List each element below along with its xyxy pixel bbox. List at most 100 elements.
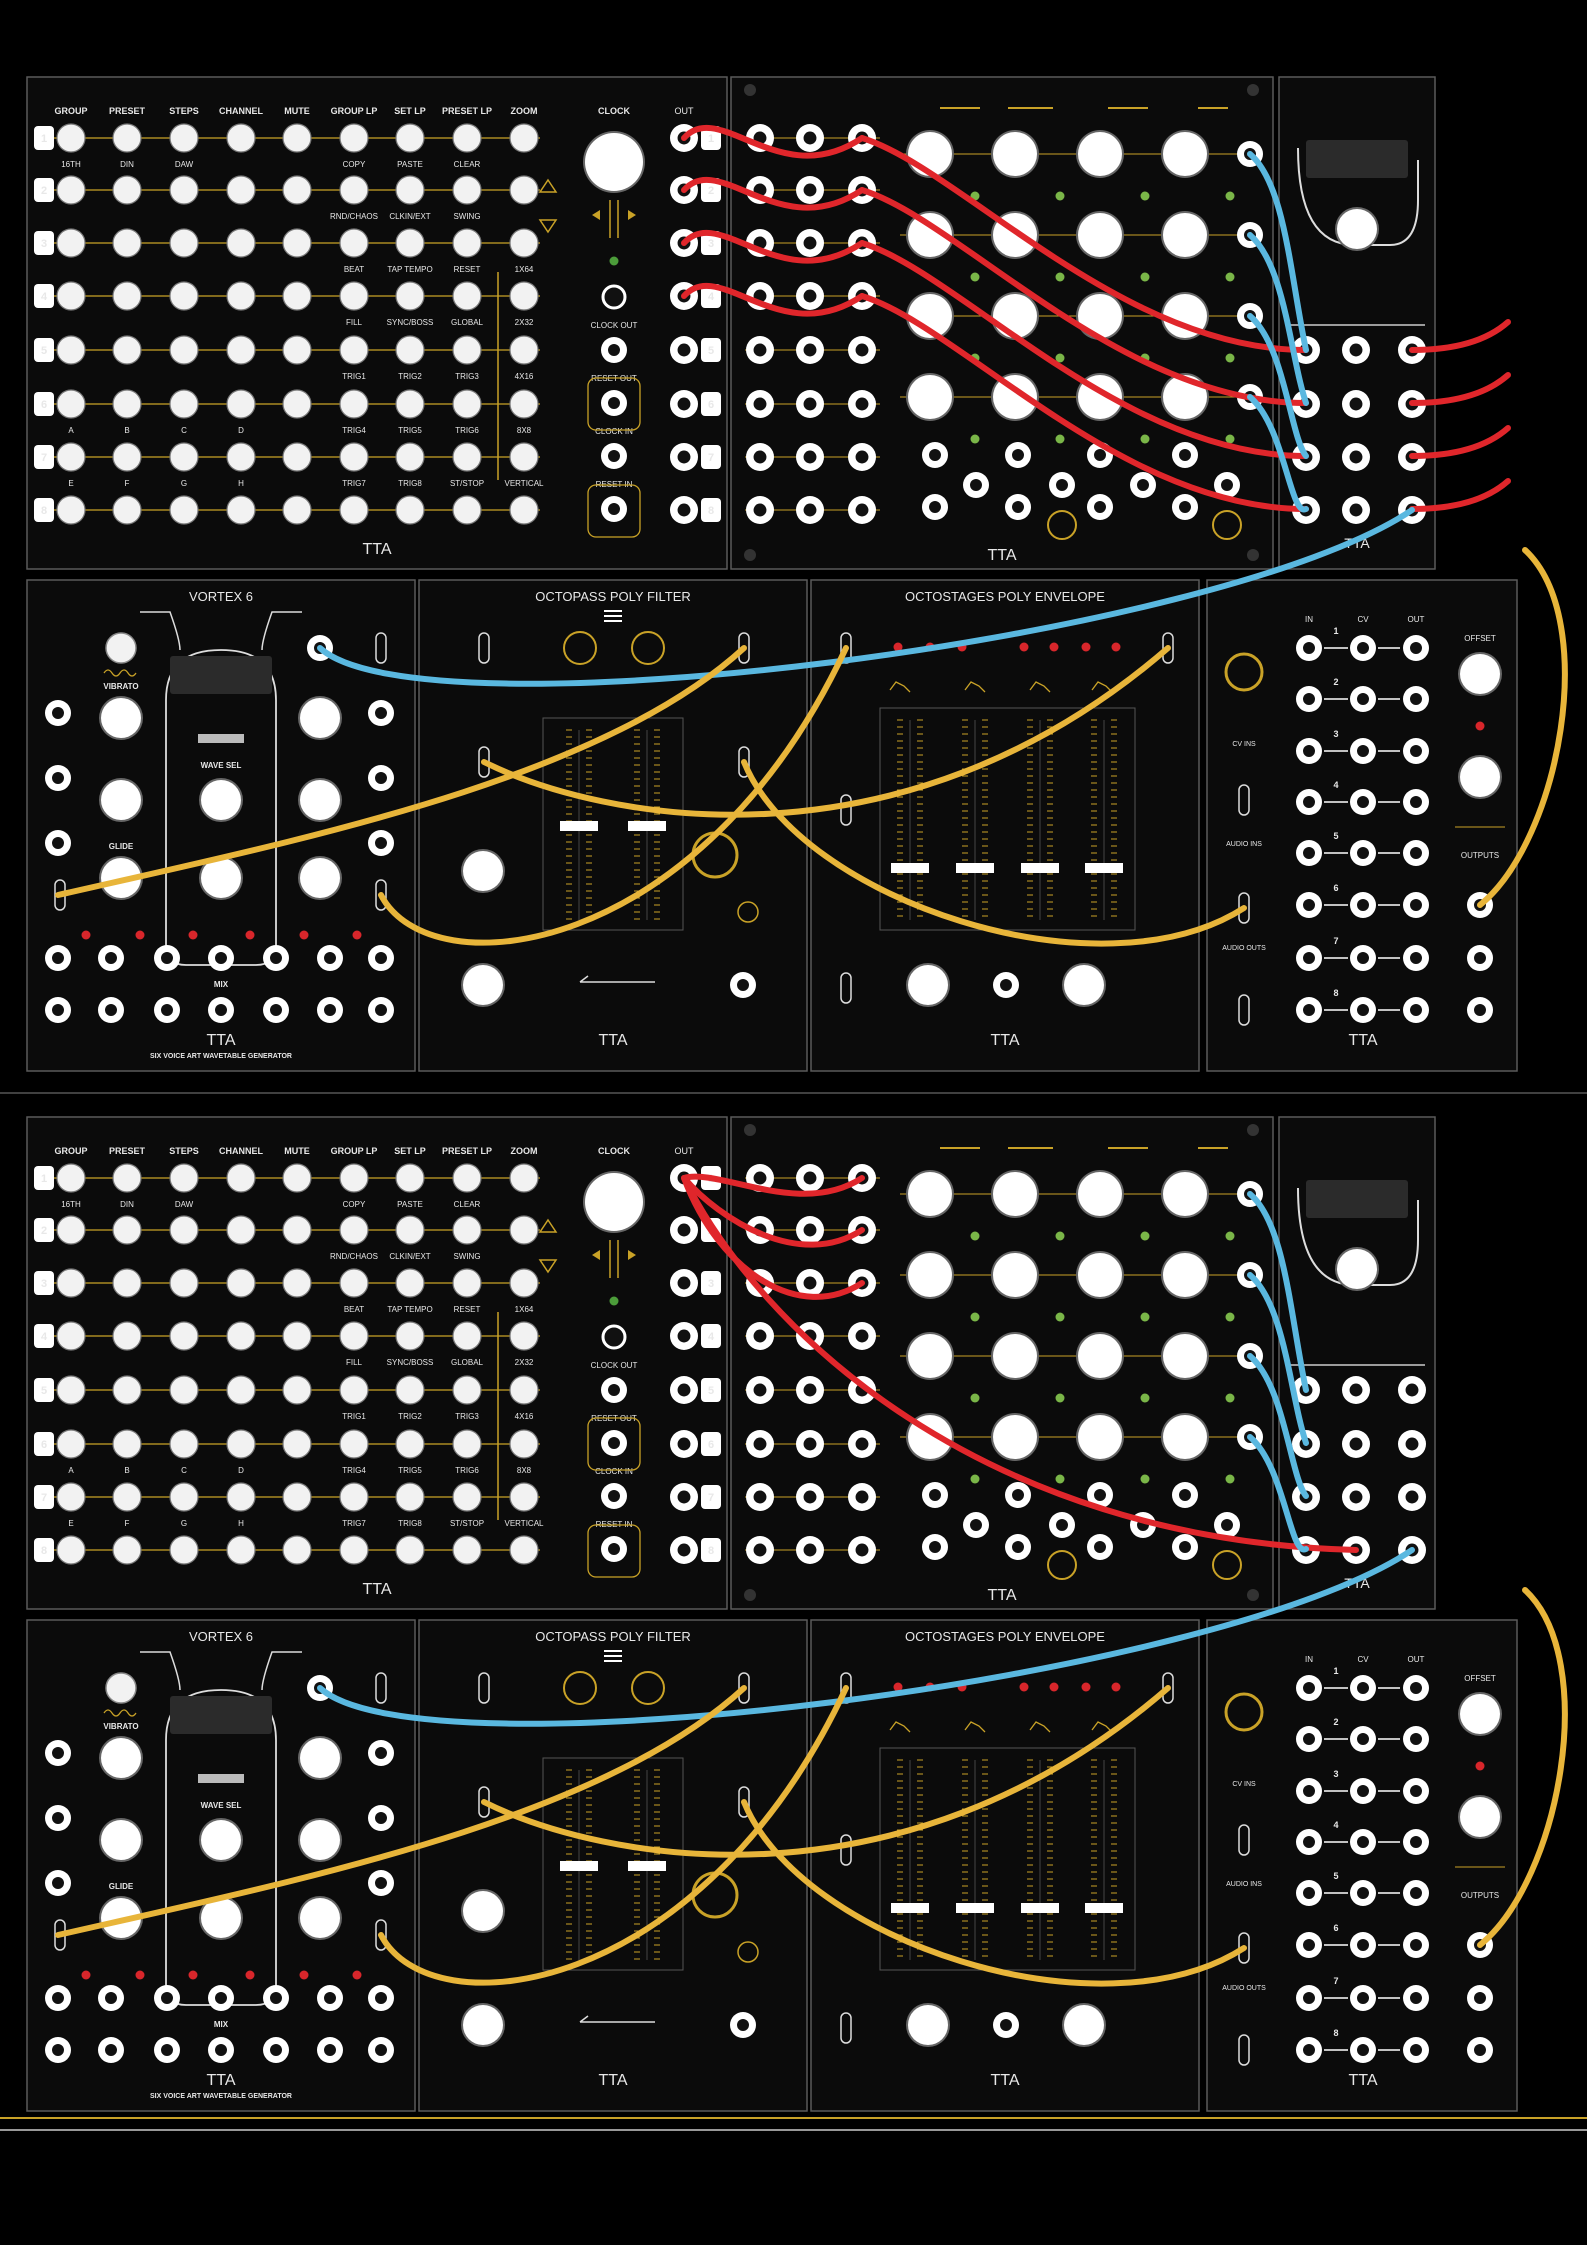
pad-button[interactable] bbox=[282, 1215, 312, 1245]
pad-button[interactable] bbox=[509, 1268, 539, 1298]
pad-button[interactable] bbox=[226, 1268, 256, 1298]
offset-knob[interactable] bbox=[1458, 652, 1502, 696]
cv-jack[interactable] bbox=[848, 1536, 876, 1564]
cv-jack[interactable] bbox=[796, 1269, 824, 1297]
fader-handle[interactable] bbox=[1085, 1903, 1123, 1913]
vortex-switch[interactable] bbox=[375, 1672, 387, 1704]
cv-in-jack[interactable] bbox=[45, 1805, 71, 1831]
vca-jack[interactable] bbox=[1350, 1880, 1376, 1906]
envelope-knob[interactable] bbox=[906, 2003, 950, 2047]
pad-button[interactable] bbox=[282, 1535, 312, 1565]
pad-button[interactable] bbox=[169, 1535, 199, 1565]
mix-jack[interactable] bbox=[208, 997, 234, 1023]
cutoff-fader[interactable] bbox=[560, 729, 598, 920]
cv-in-jack[interactable] bbox=[368, 765, 394, 791]
mix-jack[interactable] bbox=[263, 997, 289, 1023]
pad-button[interactable] bbox=[169, 335, 199, 365]
patch-cable-red[interactable] bbox=[681, 1173, 865, 1197]
pad-button[interactable] bbox=[452, 228, 482, 258]
mixer-jack[interactable] bbox=[1342, 443, 1370, 471]
mod-jack[interactable] bbox=[1049, 1512, 1075, 1538]
vca-jack[interactable] bbox=[1403, 686, 1429, 712]
vca-jack[interactable] bbox=[1403, 997, 1429, 1023]
pad-button[interactable] bbox=[112, 389, 142, 419]
vca-jack[interactable] bbox=[1403, 1675, 1429, 1701]
vca-jack[interactable] bbox=[1403, 738, 1429, 764]
quantize-knob[interactable] bbox=[991, 373, 1039, 421]
pad-button[interactable] bbox=[226, 1429, 256, 1459]
filter-switch[interactable] bbox=[478, 632, 490, 664]
gate-out-jack[interactable] bbox=[670, 1536, 698, 1564]
envelope-switch[interactable] bbox=[1162, 632, 1174, 664]
vca-jack[interactable] bbox=[1296, 738, 1322, 764]
pad-button[interactable] bbox=[339, 1163, 369, 1193]
pad-button[interactable] bbox=[169, 495, 199, 525]
pad-button[interactable] bbox=[339, 1375, 369, 1405]
mod-jack[interactable] bbox=[922, 442, 948, 468]
pad-button[interactable] bbox=[452, 1482, 482, 1512]
quantize-knob[interactable] bbox=[906, 211, 954, 259]
pad-button[interactable] bbox=[282, 389, 312, 419]
clock-knob[interactable] bbox=[583, 1171, 645, 1233]
patch-cable-red[interactable] bbox=[681, 282, 865, 317]
row-number-badge[interactable] bbox=[34, 1432, 54, 1456]
row-number-badge[interactable] bbox=[34, 392, 54, 416]
patch-cable-red[interactable] bbox=[681, 1175, 1359, 1553]
quantize-knob[interactable] bbox=[1161, 130, 1209, 178]
voice-jack[interactable] bbox=[45, 1985, 71, 2011]
quantize-knob[interactable] bbox=[991, 1170, 1039, 1218]
pad-button[interactable] bbox=[226, 123, 256, 153]
patch-cable-red[interactable] bbox=[681, 229, 865, 264]
mix-jack[interactable] bbox=[45, 997, 71, 1023]
pad-button[interactable] bbox=[56, 1429, 86, 1459]
envelope-knob[interactable] bbox=[1062, 2003, 1106, 2047]
mixer-jack[interactable] bbox=[1342, 336, 1370, 364]
pad-button[interactable] bbox=[282, 1429, 312, 1459]
gate-out-jack[interactable] bbox=[670, 390, 698, 418]
mix-jack[interactable] bbox=[317, 2037, 343, 2063]
pad-button[interactable] bbox=[509, 1429, 539, 1459]
voice-jack[interactable] bbox=[154, 945, 180, 971]
cv-jack[interactable] bbox=[746, 1376, 774, 1404]
envelope-switch[interactable] bbox=[840, 972, 852, 1004]
pad-button[interactable] bbox=[56, 1535, 86, 1565]
mix-jack[interactable] bbox=[98, 2037, 124, 2063]
patch-cable-red[interactable] bbox=[681, 176, 865, 211]
pad-button[interactable] bbox=[56, 1215, 86, 1245]
pad-button[interactable] bbox=[112, 281, 142, 311]
fader-handle[interactable] bbox=[1021, 1903, 1059, 1913]
row-number-badge[interactable] bbox=[34, 126, 54, 150]
row-number-badge[interactable] bbox=[34, 498, 54, 522]
pad-button[interactable] bbox=[282, 442, 312, 472]
resonance-fader[interactable] bbox=[628, 1769, 666, 1960]
pad-button[interactable] bbox=[509, 175, 539, 205]
voice-jack[interactable] bbox=[263, 1985, 289, 2011]
cv-jack[interactable] bbox=[746, 1322, 774, 1350]
pad-button[interactable] bbox=[395, 1429, 425, 1459]
vibrato-knob[interactable] bbox=[99, 1736, 143, 1780]
patch-cable-blue[interactable] bbox=[317, 507, 1415, 687]
pad-button[interactable] bbox=[339, 442, 369, 472]
vca-jack[interactable] bbox=[1350, 635, 1376, 661]
patch-cable-blue[interactable] bbox=[1247, 1272, 1309, 1446]
filter-jack[interactable] bbox=[730, 972, 756, 998]
envelope-knob[interactable] bbox=[906, 963, 950, 1007]
pad-button[interactable] bbox=[56, 1163, 86, 1193]
cv-jack[interactable] bbox=[848, 336, 876, 364]
mixer-jack[interactable] bbox=[1398, 1376, 1426, 1404]
pad-button[interactable] bbox=[339, 495, 369, 525]
fader-handle[interactable] bbox=[891, 1903, 929, 1913]
pad-button[interactable] bbox=[169, 1482, 199, 1512]
envelope-switch[interactable] bbox=[840, 794, 852, 826]
vortex-knob[interactable] bbox=[298, 1818, 342, 1862]
row-number-badge[interactable] bbox=[34, 338, 54, 362]
fader-handle[interactable] bbox=[560, 821, 598, 831]
pad-button[interactable] bbox=[452, 1321, 482, 1351]
envelope-switch[interactable] bbox=[840, 1834, 852, 1866]
filter-knob[interactable] bbox=[461, 849, 505, 893]
pad-button[interactable] bbox=[226, 442, 256, 472]
pad-button[interactable] bbox=[226, 175, 256, 205]
fader-handle[interactable] bbox=[628, 1861, 666, 1871]
vca-jack[interactable] bbox=[1296, 840, 1322, 866]
patch-cable-blue[interactable] bbox=[317, 1547, 1415, 1727]
